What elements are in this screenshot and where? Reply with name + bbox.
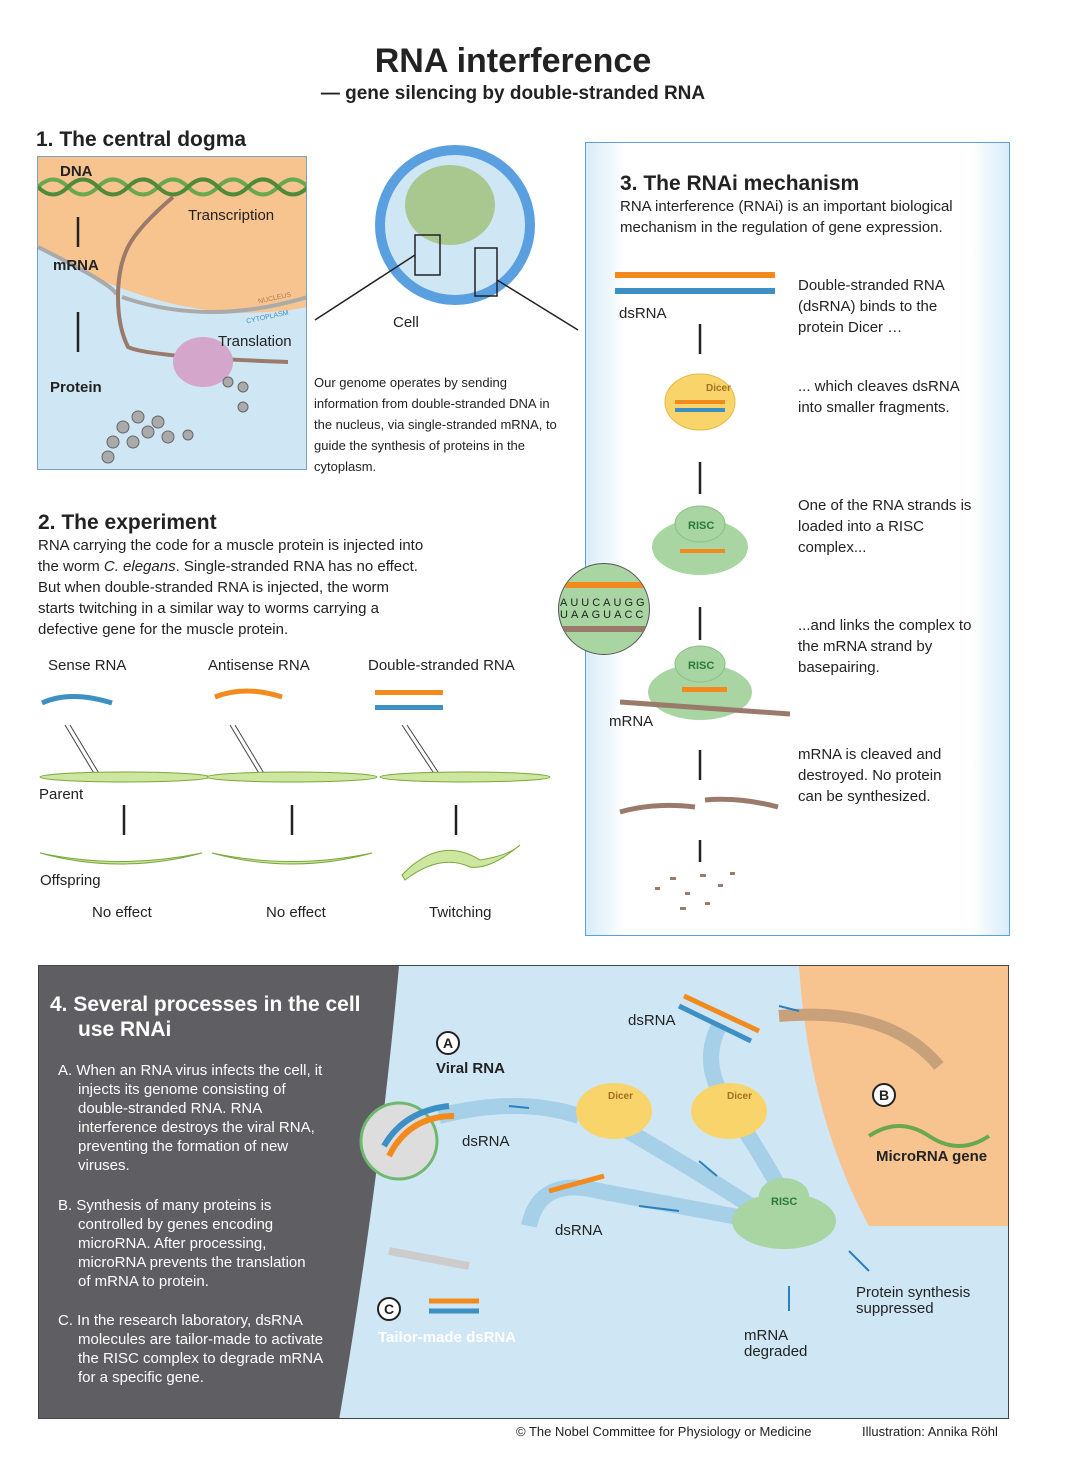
- rna-label-antisense: Antisense RNA: [208, 657, 310, 674]
- label-b-badge: B: [872, 1083, 896, 1107]
- antisense-rna-strand: [214, 688, 283, 700]
- central-dogma-description: Our genome operates by sending informati…: [314, 375, 557, 474]
- mrna-degraded-label: mRNA degraded: [744, 1327, 808, 1360]
- nucleus-illustration: [38, 157, 306, 464]
- experiment-description: RNA carrying the code for a muscle prote…: [38, 535, 428, 640]
- outcome-double: Twitching: [429, 904, 492, 921]
- process-b-text: B. Synthesis of many proteins is control…: [58, 1197, 306, 1290]
- page-subtitle: — gene silencing by double-stranded RNA: [320, 83, 706, 104]
- risc-label: RISC: [771, 1196, 798, 1208]
- parent-label: Parent: [39, 786, 84, 803]
- step-2-text: ... which cleaves dsRNA into smaller fra…: [798, 378, 959, 416]
- footer-copyright: © The Nobel Committee for Physiology or …: [516, 1424, 812, 1439]
- risc-label: RISC: [688, 660, 715, 672]
- outcome-sense: No effect: [92, 904, 152, 921]
- mrna-label: mRNA: [53, 257, 99, 274]
- protein-suppressed-label: Protein synthesis suppressed: [856, 1284, 971, 1317]
- species-name: C. elegans: [103, 558, 176, 575]
- worm-experiment-illustration: [39, 688, 551, 881]
- section3-intro: RNA interference (RNAi) is an important …: [620, 198, 953, 236]
- step-5-text: mRNA is cleaved and destroyed. No protei…: [798, 746, 942, 805]
- basepair-magnifier: AUUCAUGG UAAGUACC: [558, 563, 650, 655]
- section1-heading: 1. The central dogma: [36, 128, 247, 151]
- dicer-label: Dicer: [608, 1091, 634, 1102]
- rna-label-sense: Sense RNA: [48, 657, 127, 674]
- cell-processes-panel: [38, 965, 1009, 1419]
- sequence-top: AUUCAUGG: [560, 597, 648, 609]
- rnai-mechanism-illustration: [615, 272, 791, 910]
- dsrna-label-viral: dsRNA: [462, 1133, 510, 1150]
- mrna-label: mRNA: [609, 713, 654, 730]
- process-c-text: C. In the research laboratory, dsRNA mol…: [58, 1312, 324, 1386]
- transcription-label: Transcription: [188, 207, 275, 224]
- process-a-text: A. When an RNA virus infects the cell, i…: [58, 1062, 323, 1174]
- label-c-badge: C: [377, 1297, 401, 1321]
- dsrna-strand: [375, 690, 443, 710]
- central-dogma-diagram: DNA Transcription mRNA NUCLEUS CYTOPLASM…: [37, 156, 307, 470]
- dsrna-label-lab: dsRNA: [555, 1222, 603, 1239]
- step-1-text: Double-stranded RNA (dsRNA) binds to the…: [798, 277, 944, 336]
- dsrna-label: dsRNA: [619, 305, 667, 322]
- dsrna-label-top: dsRNA: [628, 1012, 676, 1029]
- viral-rna-label: Viral RNA: [436, 1060, 505, 1077]
- cell-illustration: [314, 145, 579, 331]
- dicer-label: Dicer: [727, 1091, 753, 1102]
- dna-label: DNA: [60, 163, 93, 180]
- section2-heading: 2. The experiment: [38, 511, 217, 534]
- rna-label-double: Double-stranded RNA: [368, 657, 515, 674]
- page-title: RNA interference: [374, 42, 652, 80]
- outcome-antisense: No effect: [266, 904, 326, 921]
- risc-label: RISC: [688, 520, 715, 532]
- body-text: RNA carrying the code for a muscle prote…: [38, 537, 424, 575]
- footer-illustration-credit: Illustration: Annika Röhl: [862, 1424, 998, 1439]
- sense-rna-strand: [40, 694, 113, 706]
- offspring-label: Offspring: [40, 872, 101, 889]
- step-4-text: ...and links the complex to the mRNA str…: [798, 617, 972, 676]
- microrna-gene-label: MicroRNA gene: [876, 1148, 988, 1165]
- translation-label: Translation: [218, 333, 292, 350]
- protein-label: Protein: [50, 379, 102, 396]
- section4-heading: 4. Several processes in the cell use RNA…: [50, 993, 361, 1041]
- label-a-badge: A: [436, 1031, 460, 1055]
- dicer-label: Dicer: [706, 383, 732, 394]
- sequence-bottom: UAAGUACC: [560, 609, 647, 621]
- body-text: . Single-stranded RNA has no effect. But…: [38, 558, 418, 638]
- tailor-made-label: Tailor-made dsRNA: [378, 1329, 517, 1346]
- cell-processes-illustration: [339, 966, 1008, 1418]
- section3-heading: 3. The RNAi mechanism: [620, 172, 860, 195]
- cell-label: Cell: [393, 314, 419, 331]
- step-3-text: One of the RNA strands is loaded into a …: [798, 497, 972, 556]
